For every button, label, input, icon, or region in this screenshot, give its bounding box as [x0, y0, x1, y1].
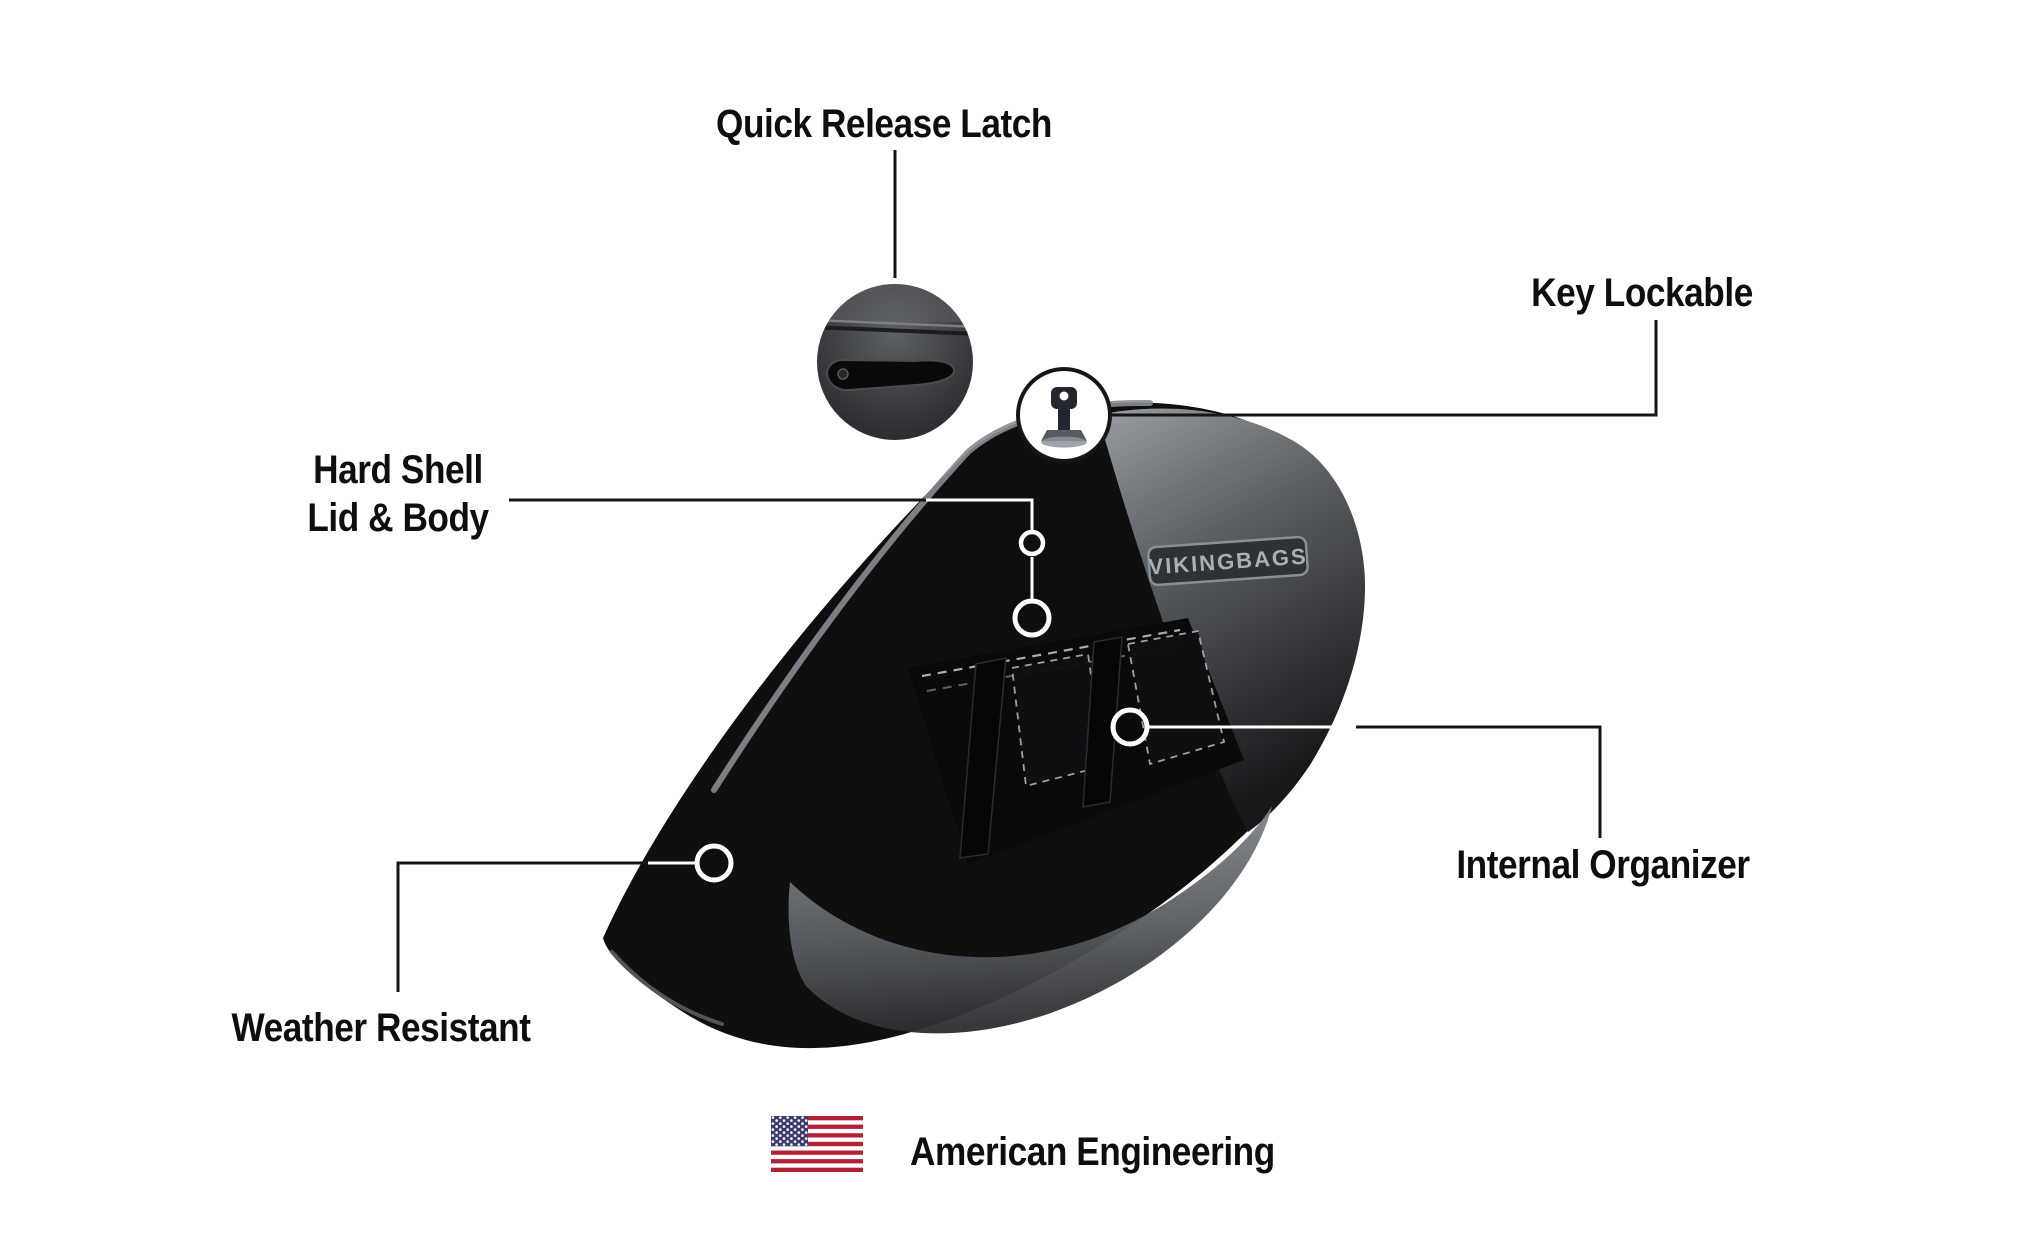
- latch-detail-inset: [811, 278, 979, 446]
- callout-internal-organizer: Internal Organizer: [1353, 841, 1853, 889]
- flag-stripes: [771, 1120, 863, 1168]
- connector-lines-on-bag: [648, 498, 1356, 865]
- marker-hard-shell-body: [1012, 598, 1052, 638]
- callout-quick-release-latch: Quick Release Latch: [634, 100, 1134, 148]
- connector-lines: [396, 150, 1658, 992]
- key-head-hole: [1059, 391, 1069, 401]
- organizer-pocket-left: [1011, 652, 1106, 788]
- marker-internal-organizer: [1110, 707, 1150, 747]
- connector-weather-resistant: [396, 861, 650, 992]
- key-lock-base-ring: [1041, 436, 1087, 448]
- key-lockable-marker: [1016, 367, 1112, 463]
- callout-key-lockable: Key Lockable: [1392, 269, 1892, 317]
- callout-hard-shell-line2: Lid & Body: [307, 496, 489, 540]
- connector-internal-organizer: [1354, 725, 1602, 838]
- organizer-stitching-top: [921, 628, 1181, 678]
- organizer-pocket-right: [1126, 629, 1226, 766]
- brand-badge: VIKINGBAGS: [1147, 535, 1309, 587]
- quick-release-latch-icon: [826, 358, 955, 392]
- latch-pivot: [837, 368, 849, 380]
- organizer-strap-left: [959, 657, 1007, 859]
- key-icon: [1041, 387, 1087, 448]
- footer-tagline: American Engineering: [910, 1128, 1325, 1176]
- bottom-edge-stripe: [610, 950, 724, 1026]
- feature-markers: [694, 529, 1150, 883]
- latch-inset-groove-highlight: [817, 318, 973, 329]
- footer-tagline-text: American Engineering: [910, 1130, 1275, 1174]
- saddlebag-illustration: VIKINGBAGS: [603, 399, 1366, 1049]
- organizer-strap-right: [1082, 636, 1123, 808]
- marker-hard-shell-lid: [1018, 529, 1046, 557]
- callout-key-lockable-text: Key Lockable: [1531, 271, 1753, 315]
- latch-inset-groove: [817, 325, 973, 336]
- callout-hard-shell-line1: Hard Shell: [313, 448, 483, 492]
- callout-hard-shell: Hard Shell Lid & Body: [148, 446, 648, 542]
- brand-badge-plate: [1147, 535, 1309, 587]
- connector-hard-shell-on-bag: [926, 498, 1034, 599]
- callout-weather-resistant: Weather Resistant: [131, 1004, 631, 1052]
- connector-key-lockable: [1112, 320, 1658, 417]
- key-shaft: [1058, 407, 1070, 431]
- callout-internal-organizer-text: Internal Organizer: [1456, 843, 1750, 887]
- marker-weather-resistant: [694, 843, 734, 883]
- flag-stars: [771, 1116, 808, 1147]
- callout-weather-resistant-text: Weather Resistant: [231, 1006, 531, 1050]
- callout-quick-release-latch-text: Quick Release Latch: [716, 102, 1052, 146]
- us-flag-icon: [771, 1116, 863, 1172]
- bag-bottom-highlight: [788, 806, 1272, 1034]
